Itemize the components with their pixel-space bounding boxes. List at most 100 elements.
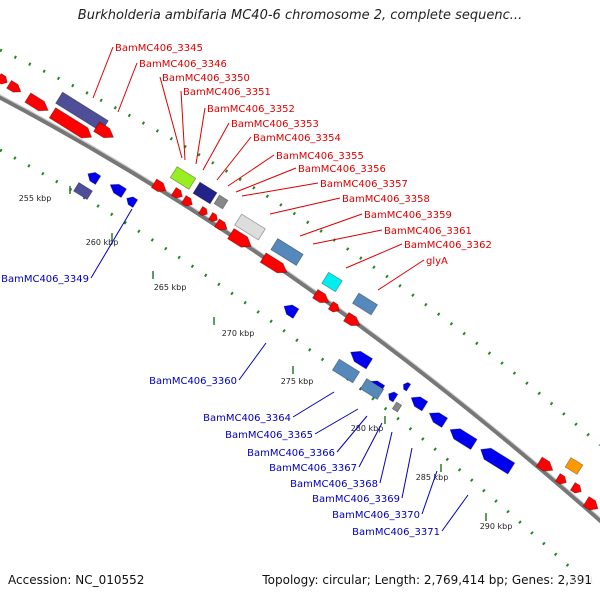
forward-gene-label[interactable]: BamMC406_3362 xyxy=(404,240,492,251)
leader-line xyxy=(269,197,341,215)
reverse-gene-label[interactable]: BamMC406_3369 xyxy=(312,494,400,505)
chromosome-backbone xyxy=(0,95,600,524)
forward-gene-14[interactable] xyxy=(207,211,219,223)
forward-gene-label[interactable]: BamMC406_3354 xyxy=(253,133,341,144)
forward-gene-7[interactable] xyxy=(150,178,168,195)
forward-gene-10[interactable] xyxy=(169,166,197,190)
forward-gene-16[interactable] xyxy=(213,218,230,233)
forward-gene-label[interactable]: BamMC406_3357 xyxy=(320,179,408,190)
forward-gene-24[interactable] xyxy=(343,311,363,330)
forward-gene-6[interactable] xyxy=(93,121,117,142)
leader-line xyxy=(117,62,138,113)
reverse-gene-12[interactable] xyxy=(401,381,412,392)
reverse-gene-11[interactable] xyxy=(391,401,403,413)
forward-gene-20[interactable] xyxy=(321,271,343,293)
leader-line xyxy=(202,122,230,171)
leader-line xyxy=(92,46,114,99)
forward-gene-22[interactable] xyxy=(312,288,332,307)
leader-line xyxy=(441,494,469,532)
reverse-gene-label[interactable]: BamMC406_3364 xyxy=(203,413,291,424)
accession-label: Accession: NC_010552 xyxy=(8,573,145,587)
reverse-gene-label[interactable]: BamMC406_3349 xyxy=(1,274,89,285)
forward-gene-25[interactable] xyxy=(535,456,555,475)
tick-label: 260 kbp xyxy=(86,238,119,247)
leader-line xyxy=(216,136,252,181)
leader-line xyxy=(401,447,413,499)
reverse-gene-10[interactable] xyxy=(386,390,399,403)
forward-gene-18[interactable] xyxy=(270,237,304,267)
forward-gene-label[interactable]: BamMC406_3350 xyxy=(162,73,250,84)
forward-gene-17[interactable] xyxy=(227,228,255,252)
leader-line xyxy=(235,167,297,193)
leader-line xyxy=(336,415,368,453)
tick-label: 255 kbp xyxy=(19,194,52,203)
reverse-gene-14[interactable] xyxy=(426,409,449,428)
forward-gene-12[interactable] xyxy=(213,194,229,210)
forward-gene-1[interactable] xyxy=(0,72,10,87)
forward-gene-label[interactable]: BamMC406_3361 xyxy=(384,226,472,237)
tick-label: 270 kbp xyxy=(222,329,255,338)
leader-line xyxy=(180,90,186,161)
forward-gene-15[interactable] xyxy=(234,213,266,241)
forward-gene-9[interactable] xyxy=(180,194,194,209)
forward-gene-13[interactable] xyxy=(197,205,209,217)
leader-line xyxy=(345,243,403,269)
reverse-gene-label[interactable]: BamMC406_3360 xyxy=(149,376,237,387)
leader-line xyxy=(314,408,359,435)
reverse-gene-3[interactable] xyxy=(108,181,127,199)
leader-line xyxy=(292,391,335,418)
forward-gene-8[interactable] xyxy=(170,186,184,201)
reverse-gene-label[interactable]: BamMC406_3366 xyxy=(247,448,335,459)
forward-gene-label[interactable]: BamMC406_3351 xyxy=(183,87,271,98)
forward-gene-label[interactable]: glyA xyxy=(426,256,448,267)
chromosome-backbone-highlight xyxy=(0,94,600,519)
forward-gene-21[interactable] xyxy=(351,292,379,316)
reverse-gene-16[interactable] xyxy=(477,444,516,475)
reverse-gene-2[interactable] xyxy=(73,181,93,201)
leader-line xyxy=(90,208,133,279)
forward-gene-label[interactable]: BamMC406_3358 xyxy=(342,194,430,205)
forward-gene-27[interactable] xyxy=(554,472,568,487)
forward-gene-3[interactable] xyxy=(24,92,51,115)
forward-gene-29[interactable] xyxy=(582,496,600,514)
reverse-gene-label[interactable]: BamMC406_3370 xyxy=(332,510,420,521)
reverse-gene-15[interactable] xyxy=(447,424,478,451)
reverse-gene-4[interactable] xyxy=(124,195,139,209)
tick-label: 280 kbp xyxy=(351,424,384,433)
inner-guide-arc xyxy=(0,148,577,574)
reverse-gene-label[interactable]: BamMC406_3367 xyxy=(269,463,357,474)
reverse-gene-7[interactable] xyxy=(331,358,361,384)
forward-gene-label[interactable]: BamMC406_3356 xyxy=(298,164,386,175)
tick-label: 285 kbp xyxy=(416,473,449,482)
reverse-gene-5[interactable] xyxy=(281,302,300,319)
forward-gene-label[interactable]: BamMC406_3345 xyxy=(115,43,203,54)
forward-gene-23[interactable] xyxy=(327,300,341,315)
forward-gene-label[interactable]: BamMC406_3359 xyxy=(364,210,452,221)
corner-mark: 2351 xyxy=(571,576,594,586)
reverse-gene-label[interactable]: BamMC406_3368 xyxy=(290,479,378,490)
tick-label: 290 kbp xyxy=(480,522,513,531)
forward-gene-26[interactable] xyxy=(564,457,584,475)
leader-line xyxy=(312,229,383,245)
leader-line xyxy=(299,213,363,237)
reverse-gene-label[interactable]: BamMC406_3371 xyxy=(352,527,440,538)
forward-gene-label[interactable]: BamMC406_3352 xyxy=(207,104,295,115)
reverse-gene-6[interactable] xyxy=(347,347,374,370)
reverse-gene-13[interactable] xyxy=(408,393,429,412)
forward-gene-label[interactable]: BamMC406_3353 xyxy=(231,119,319,130)
forward-gene-28[interactable] xyxy=(569,481,583,496)
map-title: Burkholderia ambifaria MC40-6 chromosome… xyxy=(77,8,523,23)
leader-line xyxy=(377,259,425,291)
reverse-gene-label[interactable]: BamMC406_3365 xyxy=(225,430,313,441)
forward-gene-label[interactable]: BamMC406_3355 xyxy=(276,151,364,162)
forward-gene-19[interactable] xyxy=(259,252,290,277)
reverse-gene-9[interactable] xyxy=(359,378,385,400)
forward-gene-label[interactable]: BamMC406_3346 xyxy=(139,59,227,70)
forward-gene-5[interactable] xyxy=(48,107,94,143)
leader-line xyxy=(421,470,438,515)
reverse-gene-1[interactable] xyxy=(85,170,102,185)
tick-label: 275 kbp xyxy=(281,377,314,386)
forward-gene-2[interactable] xyxy=(6,79,24,95)
forward-gene-11[interactable] xyxy=(192,181,218,205)
